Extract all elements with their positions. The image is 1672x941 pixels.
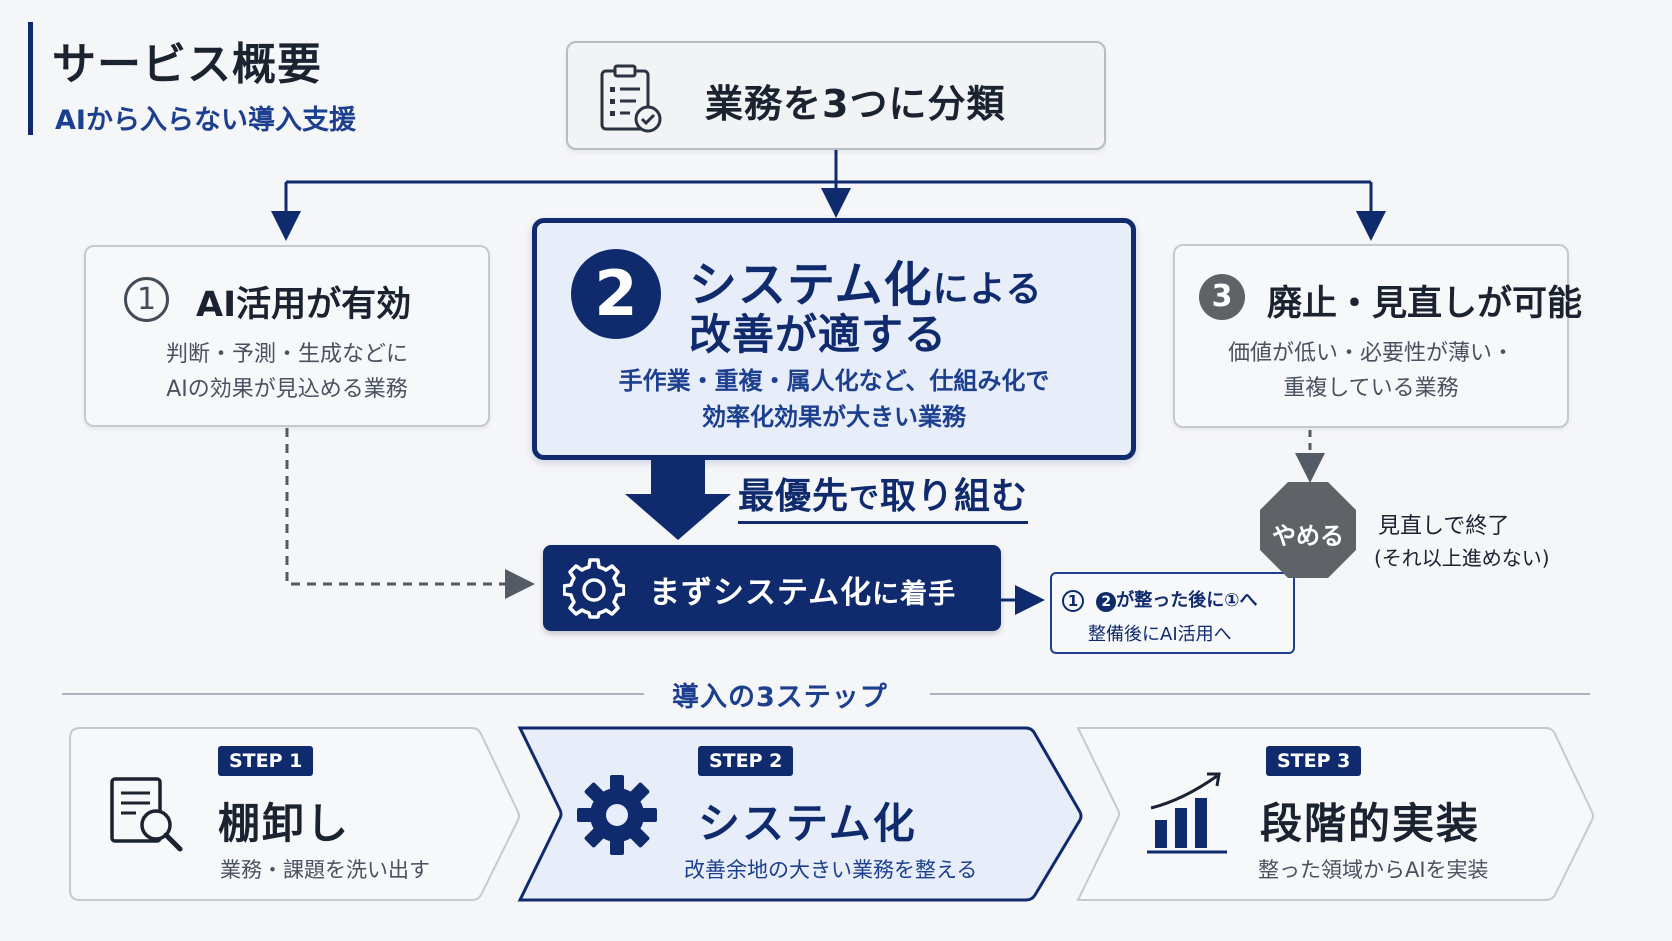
- priority-word: 最優先: [738, 476, 850, 517]
- start-label: まずシステム化に着手: [649, 567, 956, 612]
- classify-box: 業務を3つに分類: [566, 41, 1106, 150]
- title-accent-bar: [28, 22, 33, 135]
- start-label-main: まずシステム化: [649, 575, 873, 611]
- stop-note: 見直しで終了: [1378, 514, 1510, 539]
- category-title: 廃止・見直しが可能: [1267, 284, 1583, 324]
- step-desc: 業務・課題を洗い出す: [220, 858, 430, 882]
- category-desc-line: 判断・予測・生成などに: [165, 342, 408, 367]
- category-number: 3: [1199, 274, 1245, 320]
- step-badge: STEP 2: [698, 746, 794, 776]
- step-title: 棚卸し: [218, 799, 351, 848]
- step-badge: STEP 1: [218, 746, 314, 776]
- category-title: AI活用が有効: [196, 285, 412, 325]
- category-desc-line: 重複している業務: [1283, 376, 1459, 401]
- category-system-card: 2 システム化による 改善が適する 手作業・重複・属人化など、仕組み化で 効率化…: [532, 218, 1136, 460]
- category-desc: 価値が低い・必要性が薄い・ 重複している業務: [1175, 336, 1567, 406]
- classify-label: 業務を3つに分類: [705, 82, 1006, 126]
- note-number-outline: 1: [1062, 590, 1084, 612]
- gear-icon: [563, 558, 625, 619]
- step-badge: STEP 3: [1266, 746, 1362, 776]
- checklist-icon: [600, 64, 662, 133]
- stop-sign-label: やめる: [1272, 522, 1344, 550]
- step-card: STEP 1 棚卸し 業務・課題を洗い出す: [70, 728, 520, 900]
- step-card: STEP 3 段階的実装 整った領域からAIを実装: [1118, 728, 1588, 900]
- page-title: サービス概要: [52, 39, 322, 90]
- category-desc-line: 手作業・重複・属人化など、仕組み化で: [618, 367, 1050, 395]
- divider-line: [930, 693, 1590, 695]
- note-number-filled: 2: [1096, 592, 1117, 612]
- start-system-button[interactable]: まずシステム化に着手: [543, 545, 1001, 631]
- category-desc-line: 効率化効果が大きい業務: [702, 403, 966, 431]
- divider-line: [62, 693, 644, 695]
- category-ai-card: 1 AI活用が有効 判断・予測・生成などに AIの効果が見込める業務: [84, 245, 490, 427]
- category-number: 1: [124, 277, 169, 322]
- category-desc: 手作業・重複・属人化など、仕組み化で 効率化効果が大きい業務: [537, 363, 1131, 435]
- step-card-active: STEP 2 システム化 改善余地の大きい業務を整える: [560, 728, 1070, 900]
- priority-word: 取り組む: [880, 476, 1029, 517]
- category-title-particle: による: [932, 269, 1043, 310]
- steps-header: 導入の3ステップ: [672, 682, 888, 713]
- step-desc: 整った領域からAIを実装: [1258, 858, 1489, 882]
- category-number: 2: [571, 249, 661, 339]
- category-desc-line: AIの効果が見込める業務: [166, 377, 408, 402]
- category-desc: 判断・予測・生成などに AIの効果が見込める業務: [86, 337, 488, 407]
- category-title: システム化による: [689, 245, 1042, 315]
- note-line1-text: が整った後に①へ: [1116, 590, 1258, 611]
- growth-chart-icon: [1147, 772, 1227, 854]
- step-desc: 改善余地の大きい業務を整える: [684, 858, 978, 882]
- step-title: 段階的実装: [1260, 799, 1481, 848]
- stop-note-sub: (それ以上進めない): [1374, 546, 1550, 570]
- page-subtitle: AIから入らない導入支援: [55, 105, 356, 136]
- priority-particle: で: [849, 481, 881, 516]
- priority-text: 最優先で取り組む: [738, 467, 1029, 524]
- gear-icon: [577, 775, 657, 855]
- stop-sign-icon: [1260, 482, 1356, 578]
- document-search-icon: [110, 777, 183, 852]
- category-title-line2: 改善が適する: [689, 310, 948, 359]
- start-label-tail: に着手: [872, 579, 957, 610]
- category-desc-line: 価値が低い・必要性が薄い・: [1227, 341, 1514, 366]
- category-title-main: システム化: [689, 257, 933, 313]
- step-title: システム化: [698, 799, 917, 848]
- category-abolish-card: 3 廃止・見直しが可能 価値が低い・必要性が薄い・ 重複している業務: [1173, 244, 1582, 428]
- note-line2: 整備後にAI活用へ: [1088, 624, 1232, 645]
